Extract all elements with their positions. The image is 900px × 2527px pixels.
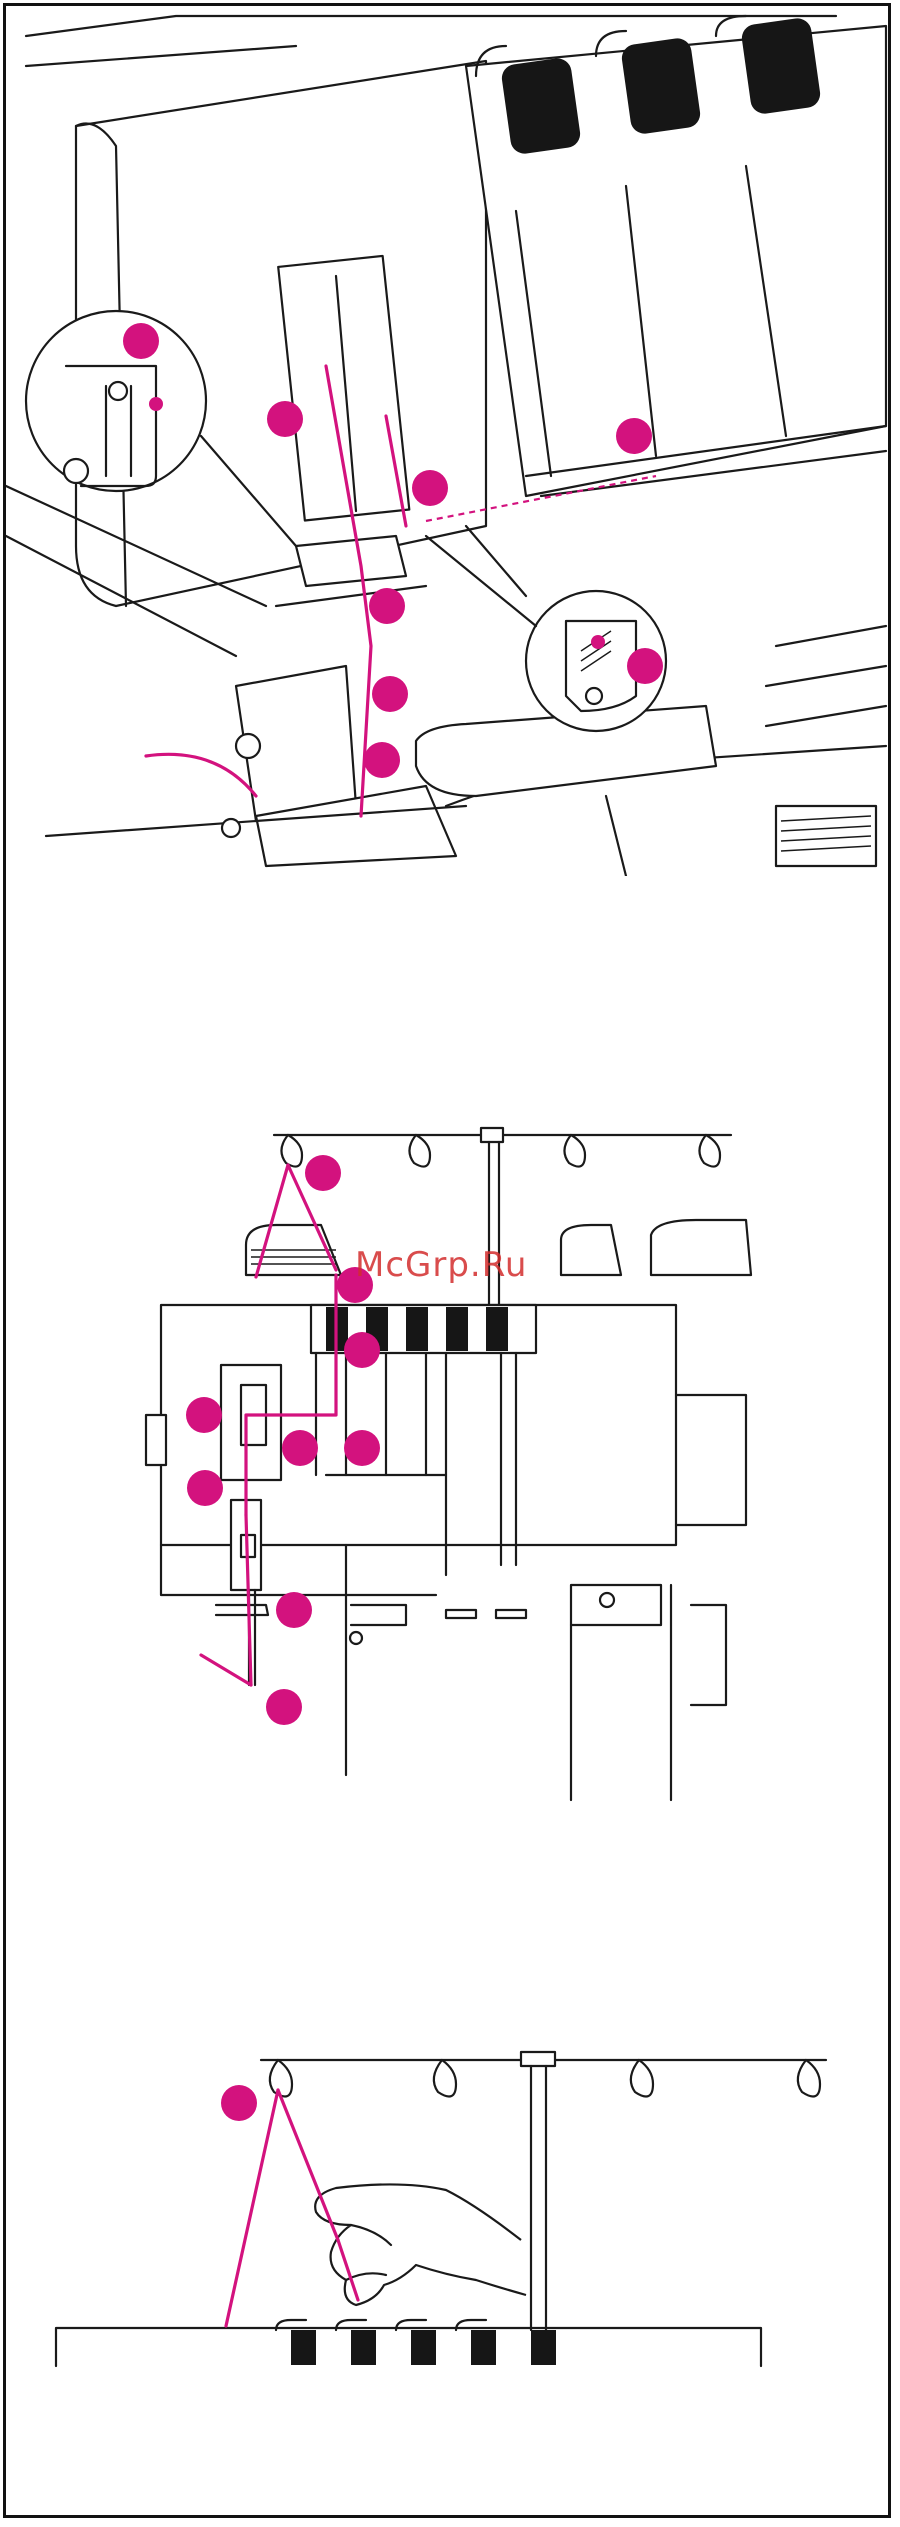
watermark-text: McGrp.Ru [355, 1245, 527, 1285]
